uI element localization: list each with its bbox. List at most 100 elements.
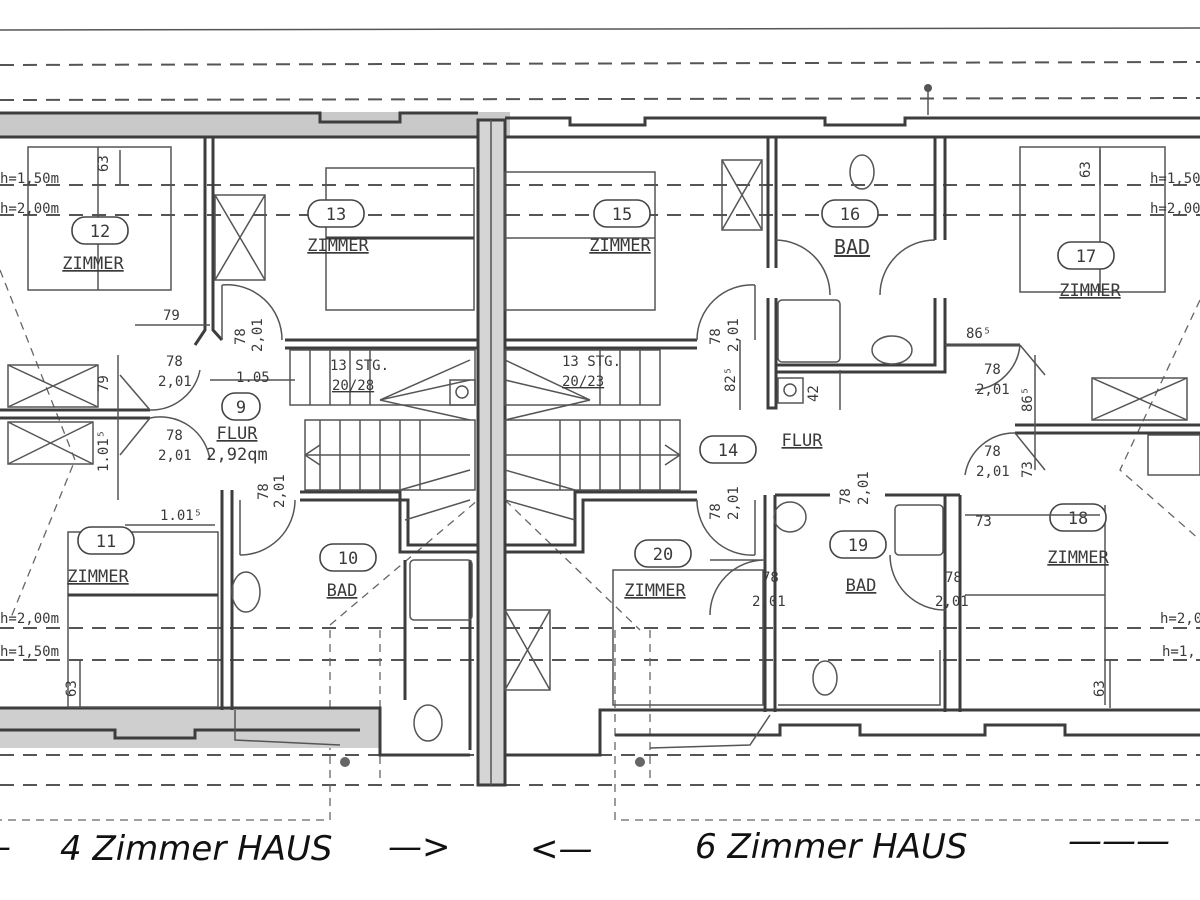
svg-text:82⁵: 82⁵	[723, 367, 739, 392]
svg-text:2,01: 2,01	[752, 594, 786, 610]
svg-text:h=1,: h=1,	[1162, 644, 1196, 660]
svg-text:79: 79	[163, 308, 180, 324]
svg-text:42: 42	[806, 385, 822, 402]
svg-text:78: 78	[708, 503, 724, 520]
stair-label-left: 13 STG. 20/28	[330, 358, 389, 394]
doors	[119, 239, 1046, 616]
door-size-label: 782,01	[752, 570, 786, 610]
party-wall	[476, 118, 507, 787]
svg-text:78: 78	[708, 328, 724, 345]
skylight-window	[214, 194, 266, 281]
svg-text:h=1,50m: h=1,50m	[0, 644, 59, 660]
svg-text:1.05: 1.05	[236, 370, 270, 386]
svg-text:86⁵: 86⁵	[1020, 387, 1036, 412]
room-12: 12 ZIMMER	[62, 216, 129, 274]
room-number: 10	[338, 549, 358, 569]
room-name: ZIMMER	[62, 254, 124, 274]
svg-text:h=1,50: h=1,50	[1150, 171, 1200, 187]
door-size-label: 782,01	[158, 428, 192, 464]
room-18: 18 ZIMMER	[1047, 503, 1109, 568]
svg-text:86⁵: 86⁵	[966, 326, 991, 342]
svg-text:63: 63	[1092, 680, 1108, 697]
svg-text:h=2,0: h=2,0	[1160, 611, 1200, 627]
svg-text:h=2,00m: h=2,00m	[0, 611, 59, 627]
room-name: FLUR	[217, 424, 259, 444]
windows	[7, 159, 1200, 691]
svg-text:78: 78	[945, 570, 962, 586]
room-number: 9	[236, 398, 246, 418]
room-name: ZIMMER	[307, 236, 369, 256]
room-number: 13	[326, 205, 346, 225]
svg-text:73: 73	[975, 514, 992, 530]
room-name: FLUR	[782, 431, 824, 451]
svg-text:73: 73	[1020, 461, 1036, 478]
svg-text:20/28: 20/28	[332, 378, 374, 394]
room-name: ZIMMER	[1059, 281, 1121, 301]
svg-text:2,01: 2,01	[158, 448, 192, 464]
svg-text:78: 78	[256, 483, 272, 500]
svg-text:13 STG.: 13 STG.	[330, 358, 389, 374]
door-size-label: 782,01	[976, 444, 1010, 480]
room-19: 19 BAD	[829, 530, 887, 596]
skylight-window	[7, 364, 99, 408]
svg-text:2,01: 2,01	[158, 374, 192, 390]
room-10: 10 BAD	[319, 543, 377, 601]
svg-text:h=2,00m: h=2,00m	[0, 201, 59, 217]
room-name: BAD	[846, 576, 877, 596]
handwritten-captions: – 4 Zimmer HAUS —> <— 6 Zimmer HAUS ———	[0, 821, 1170, 869]
svg-text:2,01: 2,01	[856, 471, 872, 505]
svg-text:78: 78	[984, 362, 1001, 378]
svg-text:h=1,50m: h=1,50m	[0, 171, 59, 187]
interior-walls	[0, 137, 1200, 750]
door-size-label: 782,01	[158, 354, 192, 390]
dimension-labels: 63 79 1.05 79 1.01⁵ 1.01⁵ 63 63 63 86⁵ 8…	[64, 150, 1111, 708]
room-15: 15 ZIMMER	[589, 199, 651, 256]
svg-text:63: 63	[1078, 161, 1094, 178]
room-number: 17	[1076, 247, 1096, 267]
room-area: 2,92qm	[206, 445, 267, 465]
room-name: ZIMMER	[67, 567, 129, 587]
skylight-window	[504, 609, 551, 691]
room-number: 18	[1068, 509, 1088, 529]
room-name: BAD	[834, 235, 870, 259]
caption-dash: –	[0, 827, 11, 867]
room-11: 11 ZIMMER	[67, 526, 135, 587]
room-name: BAD	[327, 581, 358, 601]
room-number: 12	[90, 222, 110, 242]
skylight-window	[1091, 377, 1188, 421]
svg-text:2,01: 2,01	[976, 382, 1010, 398]
svg-text:2,01: 2,01	[976, 464, 1010, 480]
staircase	[289, 349, 804, 521]
caption-arrow-left: <—	[530, 829, 593, 869]
caption-4-zimmer-haus: 4 Zimmer HAUS	[60, 829, 332, 869]
svg-text:20/23: 20/23	[562, 374, 604, 390]
svg-text:1.01⁵: 1.01⁵	[96, 430, 112, 472]
door-size-label: 782,01	[976, 362, 1010, 398]
svg-text:2,01: 2,01	[726, 486, 742, 520]
room-number: 15	[612, 205, 632, 225]
skylight-window	[7, 421, 94, 465]
room-number: 20	[653, 545, 673, 565]
room-20: 20 ZIMMER	[624, 539, 692, 601]
svg-text:78: 78	[166, 354, 183, 370]
stair-label-right: 13 STG. 20/23	[562, 354, 621, 390]
svg-text:2,01: 2,01	[272, 474, 288, 508]
caption-dash: ———	[1068, 821, 1170, 861]
svg-text:2,01: 2,01	[935, 594, 969, 610]
svg-text:78: 78	[984, 444, 1001, 460]
svg-text:13 STG.: 13 STG.	[562, 354, 621, 370]
room-13: 13 ZIMMER	[307, 199, 369, 256]
room-name: ZIMMER	[624, 581, 686, 601]
skylight-window	[1147, 434, 1200, 476]
exterior-walls	[0, 111, 1200, 767]
svg-text:1.01⁵: 1.01⁵	[160, 508, 202, 524]
svg-text:63: 63	[64, 680, 80, 697]
room-number: 16	[840, 205, 860, 225]
room-17: 17 ZIMMER	[1057, 241, 1121, 301]
room-14: 14 FLUR	[699, 431, 824, 464]
svg-text:63: 63	[96, 155, 112, 172]
